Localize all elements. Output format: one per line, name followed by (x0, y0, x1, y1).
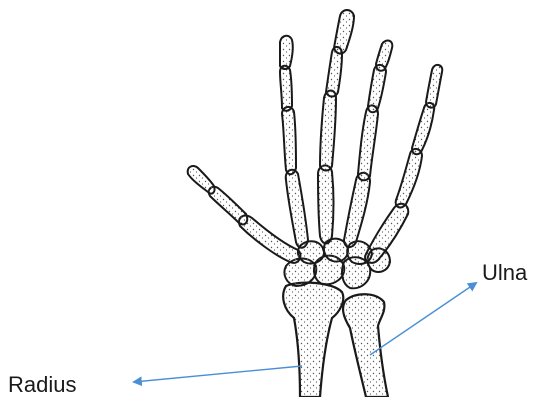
ring-finger (344, 41, 392, 248)
ulna-label: Ulna (482, 262, 527, 284)
middle-finger (318, 10, 354, 244)
ulna-pointer-arrow (370, 283, 476, 355)
radius-label: Radius (8, 374, 76, 396)
radius-pointer-arrow (134, 366, 302, 382)
forearm-bones (283, 283, 388, 397)
radius-bone (283, 283, 343, 397)
ulna-bone (343, 294, 388, 397)
thumb (188, 166, 301, 263)
index-finger (280, 36, 308, 248)
